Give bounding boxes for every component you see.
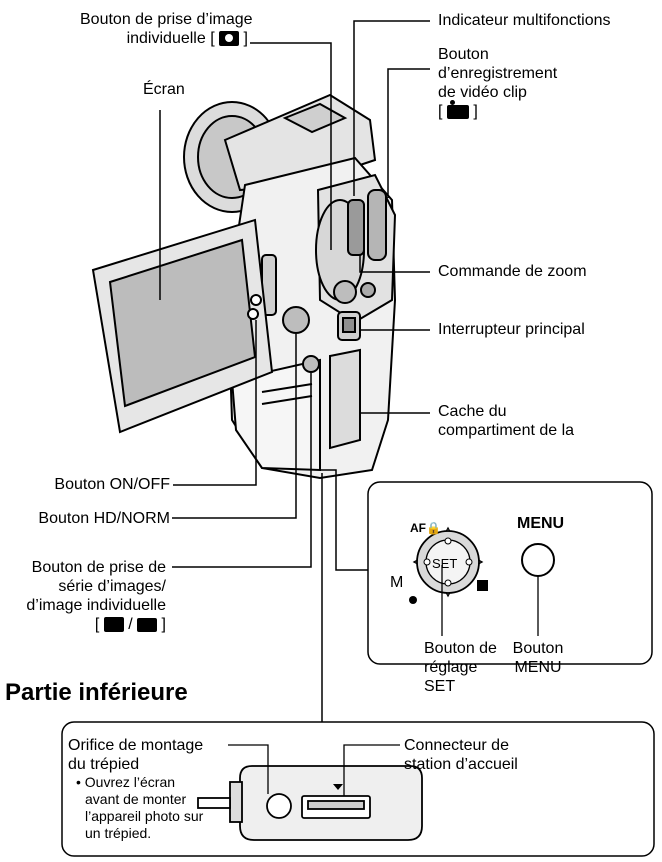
- label-on-off: Bouton ON/OFF: [54, 476, 170, 493]
- m-label: M: [390, 574, 404, 591]
- label-zoom: Commande de zoom: [438, 263, 587, 280]
- label-dock-connector: Connecteur de station d’accueil: [404, 737, 518, 773]
- label-menu-button: Bouton MENU: [512, 640, 564, 676]
- single-shot-icon: [137, 618, 158, 632]
- label-shutter-single: Bouton de prise d’image individuelle [ ]: [80, 10, 253, 48]
- label-burst-button: Bouton de prise de série d’images/ d’ima…: [26, 559, 166, 633]
- section-title-bottom: Partie inférieure: [5, 679, 188, 706]
- sequential-shot-icon: [103, 617, 124, 632]
- label-shutter-single-line2: individuelle [ ]: [126, 30, 248, 47]
- camera-icon: [219, 31, 240, 46]
- camera-illustration: [91, 93, 397, 480]
- label-main-switch: Interrupteur principal: [438, 321, 585, 338]
- label-multifunction-indicator: Indicateur multifonctions: [438, 12, 611, 29]
- video-camera-icon: [446, 100, 469, 119]
- label-screen: Écran: [143, 81, 185, 98]
- label-battery-cover: Cache du compartiment de la: [438, 403, 575, 439]
- label-set-button: Bouton de réglage SET: [424, 640, 497, 695]
- label-tripod-socket: Orifice de montage du trépied: [68, 737, 204, 773]
- label-shutter-single-line1: Bouton de prise d’image: [80, 11, 253, 28]
- tripod-socket: [266, 793, 292, 819]
- set-label: SET: [432, 556, 458, 571]
- leader-lines: [159, 20, 430, 722]
- macro-icon: [409, 596, 417, 604]
- menu-label: MENU: [517, 515, 565, 532]
- af-lock-label: AF🔒: [410, 521, 441, 535]
- label-hd-norm: Bouton HD/NORM: [38, 510, 170, 527]
- label-video-clip-button: Bouton d’enregistrement de vidéo clip [ …: [438, 46, 558, 120]
- exposure-icon: [477, 580, 488, 591]
- tripod-note: • Ouvrez l’écran avant de monter l’appar…: [76, 774, 204, 841]
